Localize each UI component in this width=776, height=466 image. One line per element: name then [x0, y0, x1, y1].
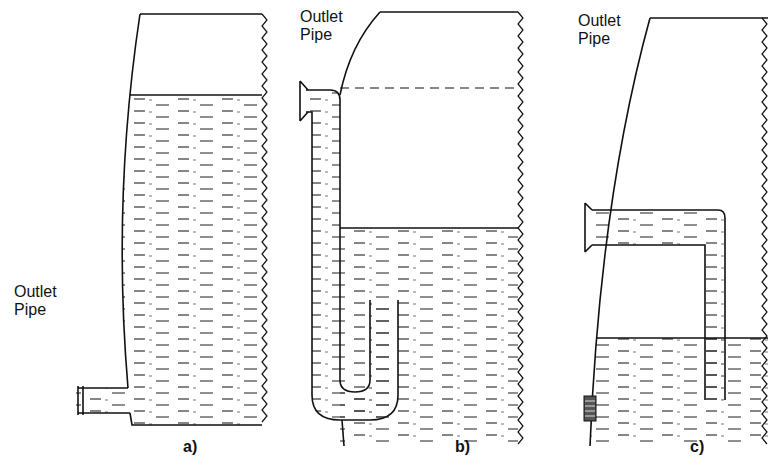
tank-a [76, 14, 262, 425]
pipe-label: Outlet Pipe [300, 8, 356, 45]
cut-edges [262, 12, 767, 444]
pipe-label: Outlet Pipe [578, 12, 634, 49]
figure-label: b) [455, 438, 470, 456]
pipe-label: Outlet Pipe [14, 283, 70, 320]
tank-c [584, 18, 768, 446]
cut-edge [518, 12, 523, 444]
cut-edge [262, 14, 267, 422]
tank-b [300, 12, 518, 446]
cut-edge [762, 18, 767, 444]
figure-label: c) [690, 438, 704, 456]
figure-label: a) [183, 438, 197, 456]
